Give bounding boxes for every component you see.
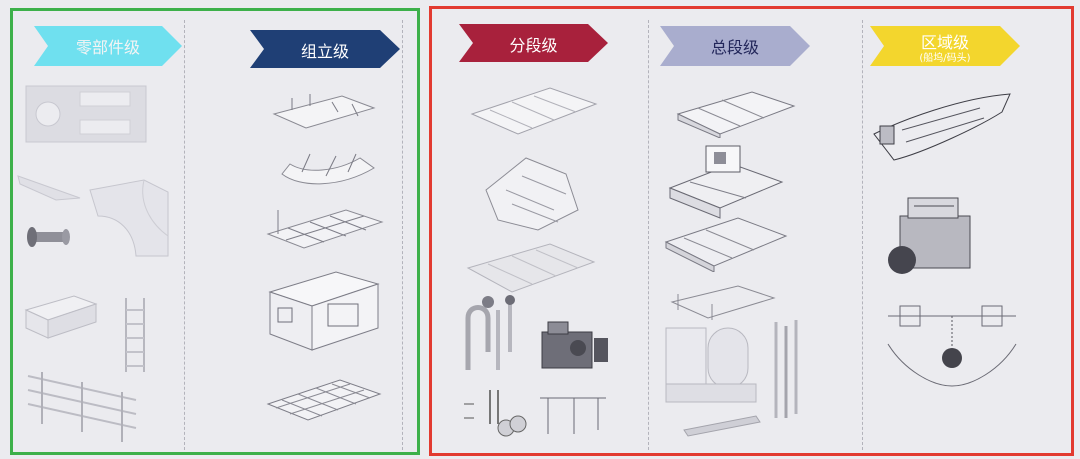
- column-divider: [648, 20, 649, 450]
- stage-banner-zone: 区域级 (船坞/码头): [870, 26, 1020, 66]
- chevron-arrow-shape: [250, 30, 400, 68]
- zone-section-drawing-illustration: [887, 305, 1017, 387]
- chevron-arrow-shape: [34, 26, 182, 66]
- curved-panel-assembly-illustration: [281, 153, 375, 185]
- pipe-flange-illustration: [27, 227, 70, 247]
- stage-sublabel: (船坞/码头): [919, 53, 971, 64]
- column-divider: [402, 20, 403, 450]
- deck-block-illustration: [470, 87, 598, 135]
- engine-room-grand-block-illustration: [668, 145, 784, 219]
- pump-machinery-illustration: [541, 321, 608, 369]
- stage-label: 分段级: [509, 36, 558, 55]
- ladder-illustration: [125, 298, 145, 372]
- vertical-pipe-rack-illustration: [774, 320, 798, 418]
- web-frame-assembly-illustration: [272, 94, 376, 129]
- bottom-block-illustration: [466, 243, 596, 293]
- triangle-bracket-illustration: [17, 175, 81, 201]
- pipe-unit-illustration: [465, 295, 515, 370]
- side-shell-block-illustration: [485, 157, 579, 231]
- chevron-arrow-shape: [459, 24, 608, 62]
- column-divider: [184, 20, 185, 450]
- grid-panel-assembly-illustration: [266, 209, 384, 249]
- stage-banner-grand-block: 总段级: [660, 26, 810, 66]
- railing-frame-illustration: [670, 285, 776, 320]
- lattice-deck-assembly-illustration: [266, 379, 382, 421]
- stage-label: 零部件级: [75, 38, 140, 57]
- ship-hull-illustration: [873, 93, 1011, 161]
- stage-label: 组立级: [300, 42, 349, 61]
- stage-label: 区域级: [920, 33, 969, 52]
- chevron-arrow-shape: [660, 26, 810, 66]
- box-structure-assembly-illustration: [268, 271, 380, 351]
- handrail-illustration: [27, 372, 137, 442]
- superstructure-block-illustration: [676, 91, 796, 138]
- rectangular-block-part-illustration: [24, 295, 98, 339]
- plate-part-illustration: [25, 85, 147, 143]
- stage-label: 总段级: [710, 38, 759, 57]
- chevron-arrow-shape: [870, 26, 1020, 66]
- stage-banner-block: 分段级: [459, 24, 608, 62]
- column-divider: [862, 20, 863, 450]
- parts-assembly-group-frame: [10, 8, 420, 455]
- block-zone-group-frame: [429, 6, 1074, 456]
- curved-shell-plate-illustration: [89, 179, 169, 257]
- stage-banner-parts: 零部件级: [34, 26, 182, 66]
- stage-banner-assembly: 组立级: [250, 30, 400, 68]
- small-fittings-illustration: [464, 390, 606, 437]
- double-bottom-grand-block-illustration: [664, 217, 788, 272]
- long-pipe-illustration: [683, 415, 761, 437]
- main-engine-illustration: [888, 197, 971, 274]
- tank-unit-illustration: [665, 327, 757, 403]
